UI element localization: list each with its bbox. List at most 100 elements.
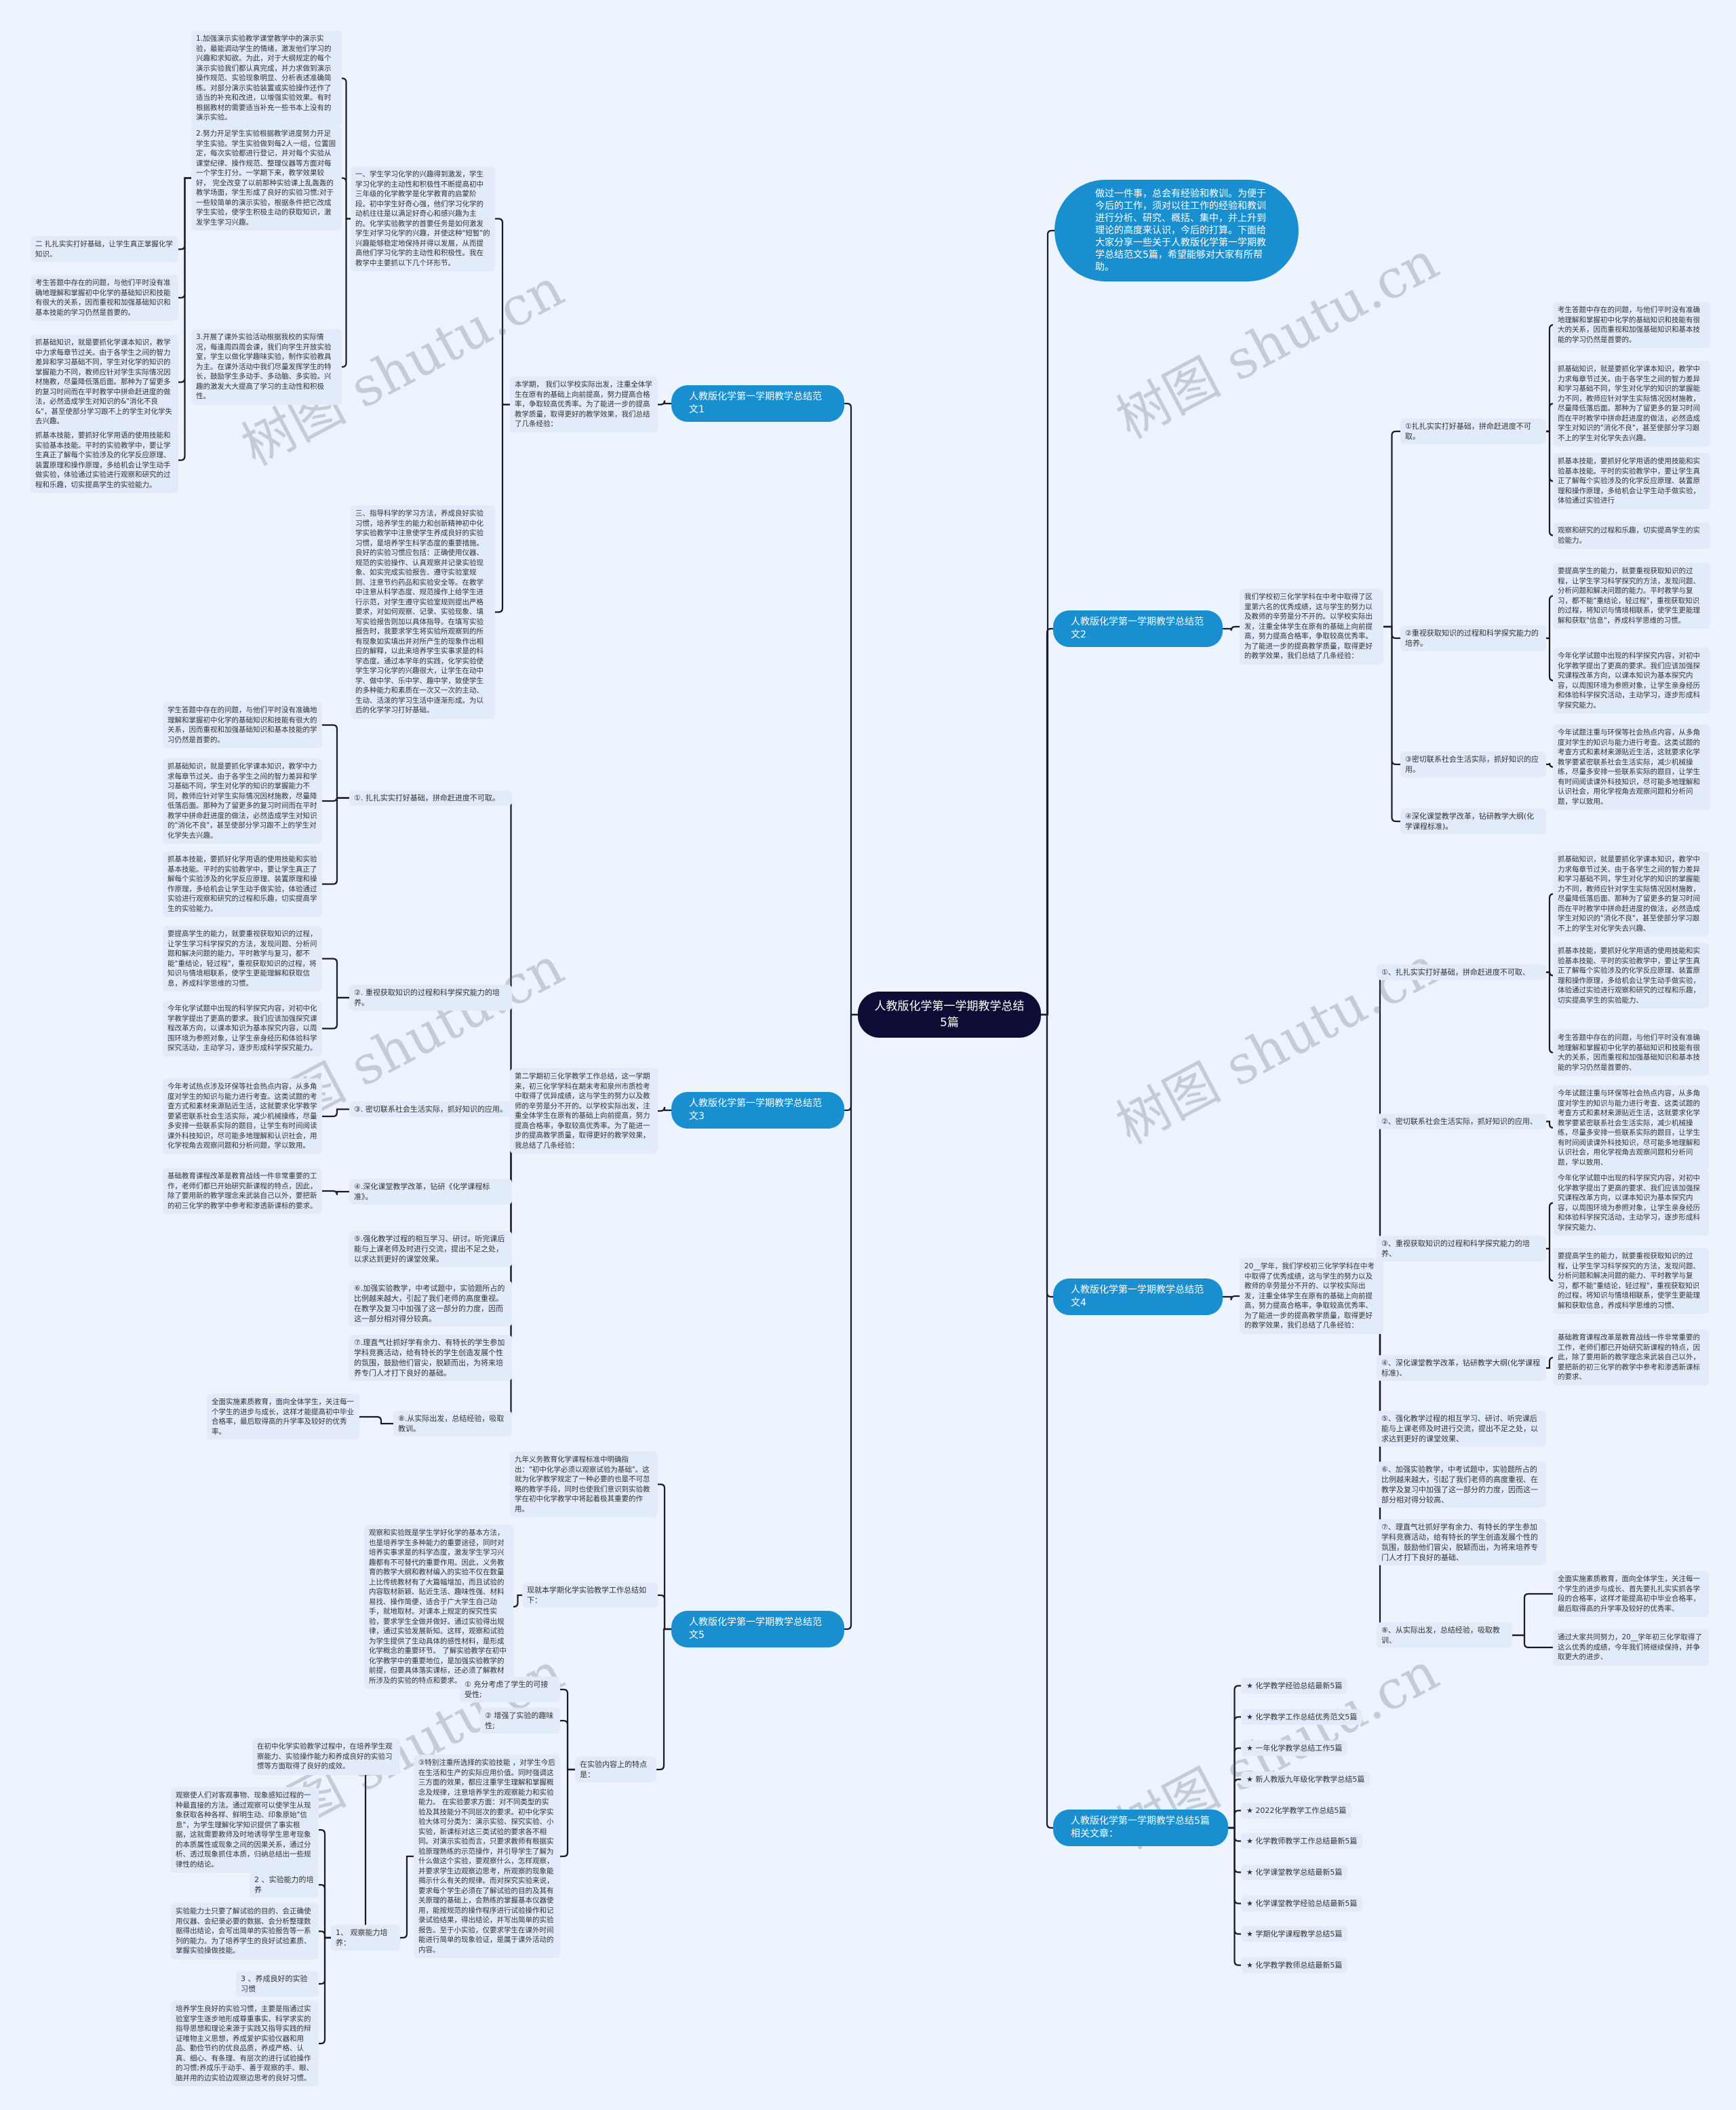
article-5-features-heading[interactable]: 在实验内容上的特点是：: [575, 1757, 656, 1782]
article-1-sub-3[interactable]: 3.开展了课外实验活动根据我校的实际情况，每逢周四周会课，我们向学生开放实验室，…: [191, 329, 342, 405]
branch-article-5[interactable]: 人教版化学第一学期教学总结范文5: [671, 1611, 844, 1647]
related-article-link[interactable]: ★ 新人教版九年级化学教学总结5篇: [1241, 1772, 1370, 1787]
article-3-detail[interactable]: 全面实施素质教育，面向全体学生，关注每一个学生的进步与成长，这样才能提高初中毕业…: [207, 1394, 359, 1440]
article-5-detail[interactable]: 观察和实验既是学生学好化学的基本方法，也是培养学生多种能力的重要途径，同时对培养…: [364, 1525, 513, 1689]
connector-line: [1041, 1013, 1053, 1298]
article-4-detail[interactable]: 考生答题中存在的问题，与他们平时没有准确地理解和掌握初中化学的基础知识和技能有很…: [1553, 1030, 1709, 1076]
article-1-detail[interactable]: 抓基本技能，要抓好化学用语的使用技能和实验基本技能。平时的实验教学中，要让学生真…: [31, 427, 178, 493]
article-2-detail[interactable]: 观察和研究的过程和乐趣，切实提高学生的实验能力。: [1553, 522, 1710, 549]
article-4-detail[interactable]: 抓基本技能，要抓好化学用语的使用技能和实验基本技能、平时的实验教学中，要让学生真…: [1553, 943, 1709, 1009]
article-5-feature-1[interactable]: ① 充分考虑了学生的可接受性;: [460, 1677, 560, 1702]
article-1-intro[interactable]: 本学期， 我们以学校实际出发，注重全体学生在原有的基础上向前提高，努力提高合格率…: [510, 376, 658, 433]
related-article-link[interactable]: ★ 一年化学教学总结工作5篇: [1241, 1740, 1348, 1756]
related-article-link[interactable]: ★ 化学教学教师总结最新5篇: [1241, 1957, 1348, 1973]
article-2-point-3[interactable]: ③密切联系社会生活实际，抓好知识的应用。: [1400, 751, 1546, 777]
related-article-link[interactable]: ★ 化学教学经验总结最新5篇: [1241, 1678, 1348, 1694]
article-1-point-1[interactable]: 一、学生学习化学的兴趣得到激发，学生学习化学的主动性和积极性不断提高初中三年级的…: [351, 166, 495, 271]
article-4-detail[interactable]: 今年试题注重与环保等社会热点内容，从多角度对学生的知识与能力进行考查、这类试题的…: [1553, 1085, 1709, 1171]
article-5-detail[interactable]: 培养学生良好的实验习惯，主要是指通过实验室学生逐步地形成尊重事实、科学求实的指导…: [171, 2001, 319, 2086]
article-2-point-1[interactable]: ①扎扎实实打好基础，拼命赶进度不可取。: [1400, 418, 1546, 444]
article-3-detail[interactable]: 抓基本技能，要抓好化学用语的使用技能和实验基本技能。平时的实验教学中，要让学生真…: [163, 851, 322, 917]
article-3-detail[interactable]: 今年考试热点涉及环保等社会热点内容，从多角度对学生的知识与能力进行考查。这类试题…: [163, 1078, 322, 1154]
article-5-intro[interactable]: 九年义务教育化学课程标准中明确指出："初中化学必须以观察试验为基础"。这就为化学…: [510, 1451, 658, 1517]
article-1-point-3[interactable]: 三、指导科学的学习方法，养成良好实验习惯，培养学生的能力和创新精神初中化学实验教…: [351, 505, 495, 719]
article-3-point-3[interactable]: ③. 密切联系社会生活实际，抓好知识的应用。: [349, 1101, 512, 1117]
related-article-link[interactable]: ★ 2022化学教学工作总结5篇: [1241, 1803, 1352, 1818]
star-icon: ★: [1246, 1681, 1253, 1690]
branch-article-2[interactable]: 人教版化学第一学期教学总结范文2: [1053, 610, 1223, 647]
star-icon: ★: [1246, 1806, 1253, 1815]
root-topic[interactable]: 人教版化学第一学期教学总结5篇: [858, 992, 1041, 1038]
article-3-detail[interactable]: 抓基础知识，就是要抓化学课本知识，教学中力求每章节过关。由于各学生之间的智力差异…: [163, 758, 322, 844]
branch-article-3[interactable]: 人教版化学第一学期教学总结范文3: [671, 1092, 844, 1129]
article-1-detail[interactable]: 考生答题中存在的问题，与他们平时没有准确地理解和掌握初中化学的基础知识和技能有很…: [31, 275, 178, 321]
article-2-detail[interactable]: 要提高学生的能力，就要重视获取知识的过程，让学生学习科学探究的方法，发现问题、分…: [1553, 563, 1710, 629]
article-2-detail[interactable]: 抓基础知识，就是要抓化学课本知识，教学中力求每章节过关。由于各学生之间的智力差异…: [1553, 361, 1710, 446]
article-4-detail[interactable]: 抓基础知识，就是要抓化学课本知识，教学中力求每章节过关、由于各学生之间的智力差异…: [1553, 851, 1709, 937]
article-1-sub-2[interactable]: 2.努力开足学生实验根据教学进度努力开足学生实验。学生实验做到每2人一组，位置固…: [191, 125, 342, 231]
related-article-link[interactable]: ★ 化学教学工作总结优秀范文5篇: [1241, 1709, 1363, 1725]
article-2-point-2[interactable]: ②重视获取知识的过程和科学探究能力的培养。: [1400, 625, 1546, 651]
article-3-detail[interactable]: 基础教育课程改革是教育战线一件非常重要的工作，老师们都已开始研究新课程的特点，因…: [163, 1168, 322, 1214]
connector-line: [844, 1013, 858, 1630]
article-4-point-6[interactable]: ⑥、加强实验教学，中考试题中，实验题所占的比例越来越大，引起了我们老师的高度重视…: [1377, 1462, 1546, 1508]
article-3-point-4[interactable]: ④.深化课堂教学改革，钻研《化学课程标准》。: [349, 1179, 512, 1205]
article-4-detail[interactable]: 基础教育课程改革是教育战线一件非常重要的工作，老师们都已开始研究新课程的特点，因…: [1553, 1329, 1709, 1386]
branch-article-4[interactable]: 人教版化学第一学期教学总结范文4: [1053, 1278, 1223, 1315]
article-1-point-2[interactable]: 二 扎扎实实打好基础，让学生真正掌握化学知识。: [31, 236, 178, 262]
article-2-detail[interactable]: 今年试题注重与环保等社会热点内容，从多角度对学生的知识与能力进行考查。这类试题的…: [1553, 724, 1710, 810]
article-5-detail[interactable]: 观察使人们对客观事物、现象感知过程的一种最直接的方法。通过观察可以使学生从现象获…: [171, 1787, 319, 1873]
related-article-link[interactable]: ★ 化学课堂教学经验总结最新5篇: [1241, 1896, 1363, 1911]
article-4-point-5[interactable]: ⑤、强化教学过程的相互学习、研讨、听完课后能与上课老师及时进行交流，提出不足之处…: [1377, 1411, 1546, 1447]
article-3-detail[interactable]: 今年化学试题中出现的科学探究内容，对初中化学教学提出了更高的要求。我们应该加强探…: [163, 1000, 322, 1057]
connector-line: [1228, 1826, 1241, 1935]
article-4-point-8[interactable]: ⑧、从实际出发，总结经验，吸取教训、: [1377, 1622, 1512, 1648]
article-5-detail[interactable]: 实验能力士只要了解试验的目的、会正确使用仪器、会纪录必要的数据、会分析整理数据得…: [171, 1903, 319, 1959]
connector-line: [342, 77, 351, 220]
related-article-link[interactable]: ★ 化学课堂教学总结最新5篇: [1241, 1864, 1348, 1880]
related-article-link[interactable]: ★ 化学教师教学工作总结最新5篇: [1241, 1833, 1363, 1849]
related-article-link[interactable]: ★ 学期化学课程教学总结5篇: [1241, 1926, 1348, 1942]
connector-line: [1228, 1778, 1241, 1829]
article-5-feature-2[interactable]: ② 增强了实验的趣味性;: [480, 1708, 560, 1734]
article-3-intro[interactable]: 第二学期初三化学教学工作总结，这一学期来，初三化学学科在期末考和泉州市质检考中取…: [510, 1068, 658, 1154]
connector-line: [560, 1688, 575, 1771]
article-4-detail[interactable]: 今年化学试题中出现的科学探究内容，对初中化学教学提出了更高的要求、我们应该加强探…: [1553, 1170, 1709, 1236]
article-5-habit-heading[interactable]: 3 、养成良好的实验习惯: [236, 1971, 319, 1997]
article-3-detail[interactable]: 学生答题中存在的问题，与他们平时没有准确地理解和掌握初中化学的基础知识和技能有很…: [163, 702, 322, 748]
article-1-sub-1[interactable]: 1.加强演示实验教学课堂教学中的演示实验，最能调动学生的情绪，激发他们学习的兴趣…: [191, 31, 342, 126]
article-3-point-7[interactable]: ⑦.理直气壮抓好学有余力、有特长的学生参加学科竞赛活动，给有特长的学生创造发展个…: [349, 1335, 512, 1381]
article-3-point-1[interactable]: ①. 扎扎实实打好基础，拼命赶进度不可取。: [349, 790, 512, 806]
connector-line: [658, 1594, 671, 1630]
article-4-point-7[interactable]: ⑦、理直气壮抓好学有余力、有特长的学生参加学科竞赛活动，给有特长的学生创造发展个…: [1377, 1519, 1546, 1565]
article-2-detail[interactable]: 抓基本技能，要抓好化学用语的使用技能和实验基本技能。平时的实验教学中，要让学生真…: [1553, 453, 1710, 509]
article-3-point-8[interactable]: ⑧.从实际出发，总结经验，吸取教训。: [393, 1411, 512, 1437]
intro-bubble[interactable]: 做过一件事，总会有经验和教训。为便于今后的工作，须对以往工作的经验和教训进行分析…: [1054, 180, 1299, 281]
article-5-feature-3[interactable]: ③特别注重所选择的实验技能 ，对学生今后在生活和生产的实际应用价值。同时强调这三…: [414, 1755, 560, 1958]
article-5-experiment-heading[interactable]: 2 、实验能力的培养: [250, 1872, 319, 1898]
article-3-detail[interactable]: 要提高学生的能力，就要重视获取知识的过程，让学生学习科学探究的方法，发现问题、分…: [163, 926, 322, 992]
article-4-detail[interactable]: 要提高学生的能力，就要重视获取知识的过程，让学生学习科学探究的方法，发现问题、分…: [1553, 1248, 1709, 1314]
article-2-point-4[interactable]: ④深化课堂教学改革，钻研教学大纲(化学课程标准)。: [1400, 808, 1546, 834]
connector-line: [507, 797, 512, 1112]
connector-line: [495, 218, 510, 406]
article-2-detail[interactable]: 考生答题中存在的问题，与他们平时没有准确地理解和掌握初中化学的基础知识和技能有很…: [1553, 302, 1710, 348]
article-5-summary-heading[interactable]: 现就本学期化学实验教学工作总结如下：: [522, 1582, 658, 1608]
article-4-detail[interactable]: 全面实施素质教育，面向全体学生，关注每一个学生的进步与成长、首先要扎扎实实抓各学…: [1553, 1571, 1709, 1617]
article-1-detail[interactable]: 抓基础知识，就是要抓化学课本知识，教学中力求每章节过关。由于各学生之间的智力差异…: [31, 334, 178, 430]
article-4-point-1[interactable]: ①、扎扎实实打好基础，拼命赶进度不可取、: [1377, 964, 1546, 980]
article-4-intro[interactable]: 20__学年，我们学校初三化学学科在中考中取得了优秀成绩，这与学生的努力以及教师…: [1240, 1258, 1383, 1334]
article-4-point-4[interactable]: ④、深化课堂教学改革，钻研教学大纲(化学课程标准)、: [1377, 1355, 1546, 1381]
article-2-intro[interactable]: 我们学校初三化学学科在中考中取得了区里第六名的优秀成绩，这与学生的努力以及教师的…: [1240, 589, 1383, 665]
article-3-point-2[interactable]: ②. 重视获取知识的过程和科学探究能力的培养。: [349, 985, 512, 1011]
branch-article-1[interactable]: 人教版化学第一学期教学总结范文1: [671, 385, 844, 422]
article-3-point-5[interactable]: ⑤.强化教学过程的相互学习、研讨。听完课后能与上课老师及时进行交流，提出不足之处…: [349, 1231, 512, 1267]
branch-related-articles[interactable]: 人教版化学第一学期教学总结5篇相关文章：: [1053, 1810, 1228, 1846]
article-4-point-3[interactable]: ③、重视获取知识的过程和科学探究能力的培养、: [1377, 1236, 1546, 1262]
article-5-detail[interactable]: 在初中化学实验教学过程中，在培养学生观察能力、实验操作能力和养成良好的实验习惯等…: [252, 1738, 400, 1775]
article-3-point-6[interactable]: ⑥.加强实验教学，中考试题中，实验题所占的比例越来越大，引起了我们老师的高度重视…: [349, 1281, 512, 1327]
article-5-observation-heading[interactable]: 1、 观察能力培养：: [331, 1925, 400, 1951]
article-4-point-2[interactable]: ②、密切联系社会生活实际，抓好知识的应用、: [1377, 1114, 1546, 1129]
article-2-detail[interactable]: 今年化学试题中出现的科学探究内容，对初中化学教学提出了更高的要求。我们应该加强探…: [1553, 648, 1710, 714]
article-4-detail[interactable]: 通过大家共同努力，20__学年初三化学取得了这么优秀的成绩，今年我们将继续保持，…: [1553, 1629, 1709, 1666]
